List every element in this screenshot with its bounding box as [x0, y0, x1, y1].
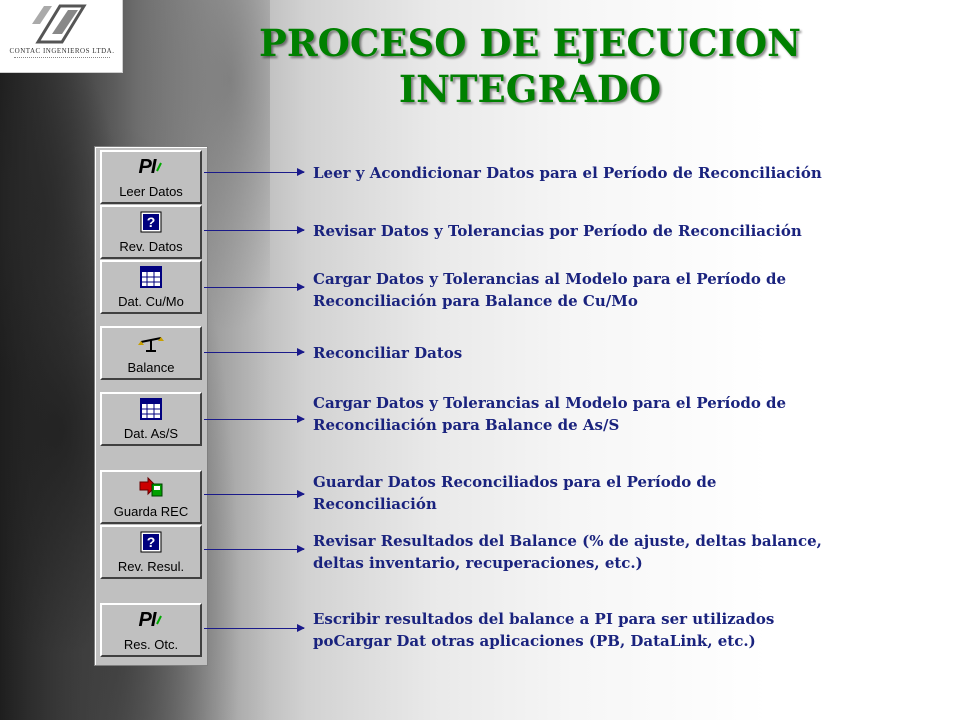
step-line: Escribir resultados del balance a PI par… — [313, 610, 775, 628]
step-line: deltas inventario, recuperaciones, etc.) — [313, 554, 643, 572]
svg-text:?: ? — [147, 534, 156, 550]
tool-label: Leer Datos — [119, 184, 183, 199]
step-line: Reconciliación — [313, 495, 437, 513]
tool-button-guarda-rec[interactable]: Guarda REC — [100, 470, 202, 524]
step-line: Guardar Datos Reconciliados para el Perí… — [313, 473, 717, 491]
scale-icon — [137, 331, 165, 355]
tool-label: Dat. Cu/Mo — [118, 294, 184, 309]
connector-arrow — [204, 545, 305, 553]
logo-subtitle-line — [14, 57, 110, 61]
tool-label: Rev. Datos — [119, 239, 183, 254]
svg-text:?: ? — [147, 214, 156, 230]
question-icon: ? — [137, 530, 165, 554]
step-description-6: Guardar Datos Reconciliados para el Perí… — [313, 471, 913, 515]
pi-icon: PI — [137, 155, 165, 179]
tool-label: Dat. As/S — [123, 426, 179, 441]
tool-label: Rev. Resul. — [117, 559, 185, 574]
question-icon: ? — [137, 210, 165, 234]
company-logo: CONTAC INGENIEROS LTDA. — [0, 0, 123, 73]
step-description-1: Leer y Acondicionar Datos para el Períod… — [313, 164, 822, 182]
step-line: Revisar Resultados del Balance (% de aju… — [313, 532, 822, 550]
step-line: poCargar Dat otras aplicaciones (PB, Dat… — [313, 632, 756, 650]
title-line-2: INTEGRADO — [398, 67, 662, 111]
step-line: Cargar Datos y Tolerancias al Modelo par… — [313, 270, 787, 288]
connector-arrow — [204, 283, 305, 291]
tool-button-rev-resul[interactable]: ? Rev. Resul. — [100, 525, 202, 579]
tool-label: Res. Otc. — [123, 637, 179, 652]
logo-mark-icon — [32, 4, 87, 44]
step-line: Reconciliación para Balance de As/S — [313, 416, 620, 434]
step-description-7: Revisar Resultados del Balance (% de aju… — [313, 530, 913, 574]
connector-arrow — [204, 415, 305, 423]
save-arrow-icon — [137, 475, 165, 499]
tool-button-dat-as-s[interactable]: Dat. As/S — [100, 392, 202, 446]
tool-label: Guarda REC — [113, 504, 189, 519]
table-icon — [137, 397, 165, 421]
tool-button-res-otc[interactable]: PI Res. Otc. — [100, 603, 202, 657]
logo-company-name: CONTAC INGENIEROS LTDA. — [9, 47, 115, 55]
step-description-8: Escribir resultados del balance a PI par… — [313, 608, 913, 652]
step-line: Reconciliación para Balance de Cu/Mo — [313, 292, 638, 310]
connector-arrow — [204, 624, 305, 632]
tool-button-leer-datos[interactable]: PI Leer Datos — [100, 150, 202, 204]
title-line-1: PROCESO DE EJECUCION — [259, 21, 801, 65]
tool-button-dat-cu-mo[interactable]: Dat. Cu/Mo — [100, 260, 202, 314]
connector-arrow — [204, 226, 305, 234]
connector-arrow — [204, 168, 305, 176]
pi-icon: PI — [137, 608, 165, 632]
step-description-4: Reconciliar Datos — [313, 344, 463, 362]
connector-arrow — [204, 490, 305, 498]
step-description-2: Revisar Datos y Tolerancias por Período … — [313, 222, 802, 240]
step-description-5: Cargar Datos y Tolerancias al Modelo par… — [313, 392, 913, 436]
step-description-3: Cargar Datos y Tolerancias al Modelo par… — [313, 268, 913, 312]
tool-button-rev-datos[interactable]: ? Rev. Datos — [100, 205, 202, 259]
tool-label: Balance — [127, 360, 175, 375]
page-title: PROCESO DE EJECUCION INTEGRADO — [140, 20, 920, 112]
step-line: Cargar Datos y Tolerancias al Modelo par… — [313, 394, 787, 412]
tool-button-balance[interactable]: Balance — [100, 326, 202, 380]
table-icon — [137, 265, 165, 289]
connector-arrow — [204, 348, 305, 356]
